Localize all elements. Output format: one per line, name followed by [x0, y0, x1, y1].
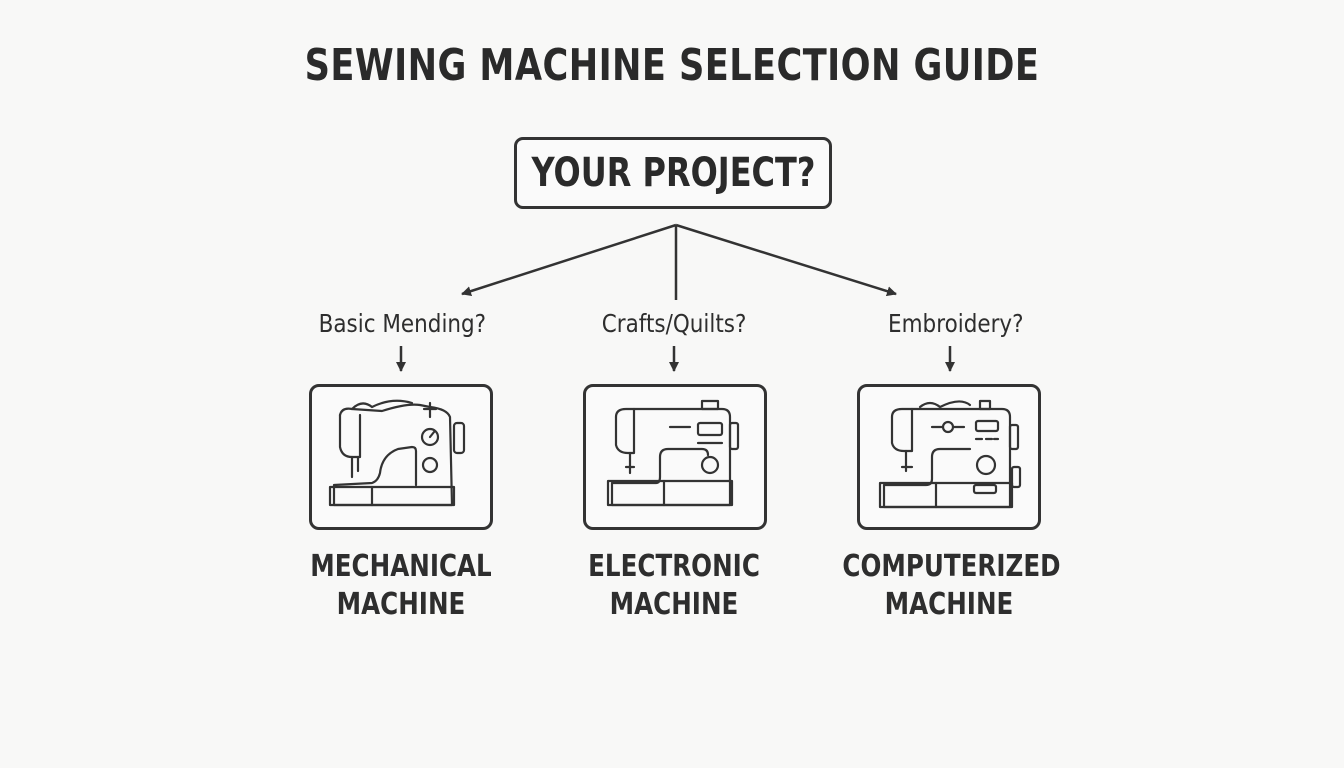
electronic-machine-box [583, 384, 767, 530]
mechanical-machine-label: MECHANICAL MACHINE [271, 548, 531, 624]
root-question-label: YOUR PROJECT? [531, 150, 815, 196]
computerized-sewing-machine-icon [878, 399, 1022, 509]
electronic-label-line2: MACHINE [609, 587, 739, 622]
mechanical-sewing-machine-icon [328, 399, 466, 507]
mechanical-label-line2: MACHINE [336, 587, 466, 622]
electronic-machine-label: ELECTRONIC MACHINE [544, 548, 804, 624]
question-basic-mending: Basic Mending? [318, 309, 486, 338]
electronic-label-line1: ELECTRONIC [588, 549, 760, 584]
mechanical-machine-box [309, 384, 493, 530]
diagram-title: SEWING MACHINE SELECTION GUIDE [304, 40, 1040, 91]
electronic-sewing-machine-icon [606, 399, 740, 507]
question-crafts-quilts: Crafts/Quilts? [601, 309, 747, 338]
root-question-box: YOUR PROJECT? [514, 137, 832, 209]
arrow-to-basic-mending [461, 223, 677, 296]
question-embroidery: Embroidery? [888, 309, 1024, 338]
computerized-machine-label: COMPUTERIZED MACHINE [819, 548, 1079, 624]
arrow-to-embroidery [675, 223, 897, 297]
mechanical-label-line1: MECHANICAL [310, 549, 492, 584]
computerized-machine-box [857, 384, 1041, 530]
computerized-label-line2: MACHINE [884, 587, 1014, 622]
computerized-label-line1: COMPUTERIZED [842, 549, 1061, 584]
